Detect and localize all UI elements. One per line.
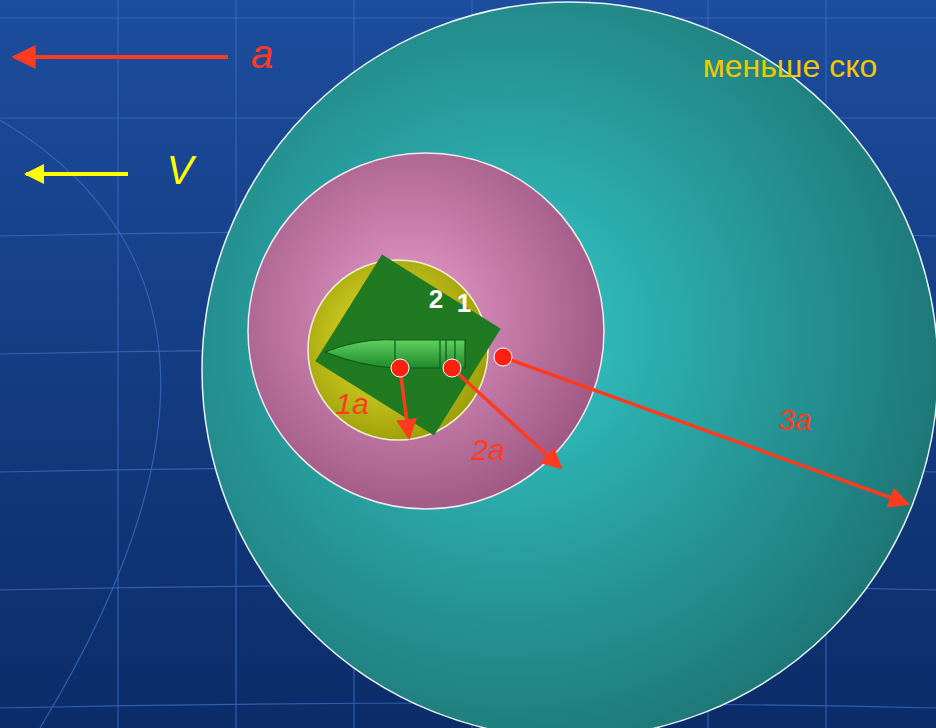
green-square <box>315 254 500 435</box>
acceleration-arrow <box>14 55 228 59</box>
point-number: 1 <box>457 290 471 316</box>
point-number: 2 <box>429 286 443 312</box>
velocity-label: V <box>167 150 194 190</box>
note-text: меньше ско <box>703 50 878 82</box>
vector-label: 2a <box>471 435 504 465</box>
middle-zone <box>248 153 604 509</box>
outer-zone <box>202 2 936 728</box>
velocity-arrow <box>26 172 128 176</box>
acceleration-label: a <box>251 34 273 74</box>
vector-label: 1a <box>335 389 368 419</box>
vector-label: 3a <box>778 405 811 435</box>
points <box>391 348 512 377</box>
zone-vectors <box>400 357 908 504</box>
